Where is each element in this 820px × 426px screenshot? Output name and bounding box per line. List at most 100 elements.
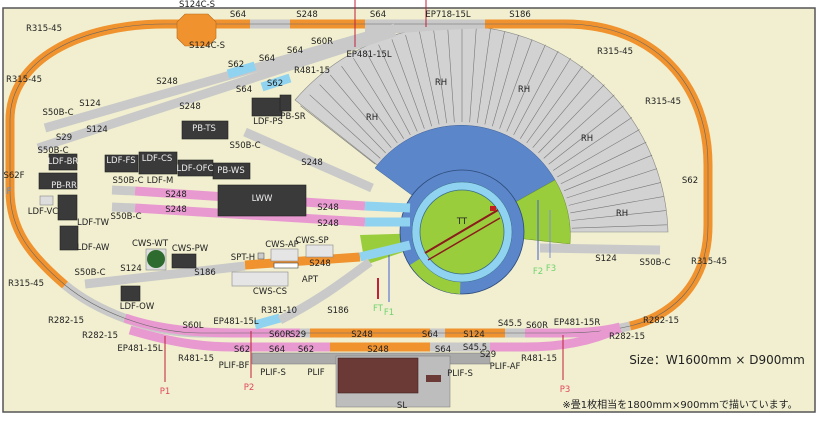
label-ldf-vc: LDF-VC bbox=[28, 207, 59, 217]
track-label: S50B-C bbox=[37, 146, 68, 156]
roundhouse-stall-line bbox=[300, 105, 376, 165]
track-label: S248 bbox=[317, 203, 339, 213]
track-label: S248 bbox=[317, 219, 339, 229]
rh-label: RH bbox=[366, 113, 378, 123]
track-label: R315-45 bbox=[691, 257, 727, 267]
label-spt-h: SPT-H bbox=[231, 253, 255, 263]
label-plif-s: PLIF-S bbox=[260, 368, 286, 378]
roundhouse-stall-line bbox=[319, 84, 386, 154]
label-lww: LWW bbox=[252, 194, 273, 204]
track-label: S29 bbox=[480, 350, 496, 360]
marker-f1: F1 bbox=[384, 308, 394, 318]
roundhouse-stall-line bbox=[513, 50, 559, 136]
track-label: S186 bbox=[194, 268, 216, 278]
track-label: S64 bbox=[370, 10, 386, 20]
track-label: S248 bbox=[165, 190, 187, 200]
track-label: S62 bbox=[682, 176, 698, 186]
label-plif: PLIF bbox=[307, 368, 324, 378]
track-label: S60L bbox=[183, 321, 204, 331]
track-label: S64 bbox=[435, 345, 451, 355]
roundhouse-stall-line bbox=[506, 44, 546, 132]
roundhouse-stall-line bbox=[447, 27, 455, 123]
roundhouse-stall-line bbox=[553, 117, 633, 171]
track-label: R282-15 bbox=[82, 331, 118, 341]
label-ldf-tw: LDF-TW bbox=[77, 218, 110, 228]
marker-p3: P3 bbox=[560, 385, 571, 395]
track-label: S60R bbox=[311, 37, 333, 47]
rh-label: RH bbox=[581, 134, 593, 144]
track-label: S186 bbox=[509, 10, 531, 20]
roundhouse-stall-line bbox=[378, 44, 418, 132]
label-ldf-ow: LDF-OW bbox=[120, 302, 155, 312]
roundhouse-stall-line bbox=[477, 28, 491, 124]
track-label: S124 bbox=[595, 254, 617, 264]
roundhouse-stall-line bbox=[571, 224, 667, 229]
roundhouse-stall-line bbox=[469, 27, 477, 123]
track-label: S60R bbox=[526, 321, 548, 331]
track-label: S62 bbox=[298, 345, 314, 355]
structures bbox=[38, 94, 491, 408]
building-ldf-vc bbox=[39, 195, 54, 206]
marker-p1: P1 bbox=[160, 387, 171, 397]
station-building bbox=[337, 357, 419, 394]
track-label: S60R bbox=[269, 330, 291, 340]
building-lww bbox=[217, 184, 307, 217]
track-label: S50B-C bbox=[110, 212, 141, 222]
track-label: S248 bbox=[179, 102, 201, 112]
track-label: S124 bbox=[86, 125, 108, 135]
track-label: R481-15 bbox=[178, 354, 214, 364]
track-label: S124 bbox=[120, 264, 142, 274]
roundhouse-stall-line bbox=[571, 210, 666, 221]
track-label: S50B-C bbox=[42, 108, 73, 118]
rh-label: RH bbox=[616, 209, 628, 219]
roundhouse-stall-line bbox=[566, 168, 658, 199]
label-cws-sp: CWS-SP bbox=[295, 236, 328, 246]
label-pb-rr: PB-RR bbox=[51, 181, 77, 191]
marker-ft: FT bbox=[373, 304, 384, 314]
track-label: S124C-S bbox=[179, 0, 215, 10]
scale-note: ※畳1枚相当を1800mm×900mmで描いています。 bbox=[562, 398, 797, 411]
track-label: S45.5 bbox=[463, 343, 487, 353]
label-ldf-br: LDF-BR bbox=[48, 157, 79, 167]
label-cws-ap: CWS-AP bbox=[265, 240, 299, 250]
roundhouse-stall-line bbox=[557, 129, 640, 178]
building-cws-pw bbox=[171, 253, 197, 269]
roundhouse-stall-line bbox=[329, 74, 392, 148]
track-label: EP481-15L bbox=[213, 317, 259, 327]
markers: F FT F1 F2 F3 P1 P2 P3 bbox=[7, 0, 571, 397]
label-ldf-fs: LDF-FS bbox=[106, 156, 135, 166]
track-label: S29 bbox=[56, 133, 72, 143]
track-label: S248 bbox=[165, 205, 187, 215]
roundhouse-stall-line bbox=[484, 31, 505, 125]
track-label: R315-45 bbox=[26, 24, 62, 34]
roundhouse-stall-line bbox=[405, 34, 432, 127]
track-label: S50B-C bbox=[229, 141, 260, 151]
roundhouse-stall-line bbox=[532, 74, 595, 148]
building-pb-ws bbox=[212, 162, 251, 180]
building-cws-sp bbox=[305, 244, 334, 258]
building-pb-ts bbox=[181, 120, 229, 140]
label-pb-ts: PB-TS bbox=[192, 124, 216, 134]
building-ldf-aw bbox=[59, 225, 79, 251]
building-ldf-cs bbox=[138, 151, 178, 175]
roundhouse-stall-line bbox=[570, 196, 664, 214]
track-label: S64 bbox=[230, 10, 246, 20]
track-label: S64 bbox=[422, 330, 438, 340]
roundhouse-stall-line bbox=[365, 50, 411, 136]
track-label: EP481-15R bbox=[554, 318, 601, 328]
building-pb-sr bbox=[279, 94, 292, 112]
label-cws-pw: CWS-PW bbox=[172, 244, 209, 254]
size-label: Size：W1600mm × D900mm bbox=[629, 353, 805, 367]
label-sl: SL bbox=[397, 401, 407, 411]
turntable-bridge bbox=[424, 209, 499, 254]
turntable-label: TT bbox=[456, 217, 468, 227]
building-ldf-br bbox=[48, 153, 78, 171]
track-label: R481-15 bbox=[521, 354, 557, 364]
track-label: S124C-S bbox=[189, 41, 225, 51]
track-label: S248 bbox=[301, 158, 323, 168]
track-label: S62 bbox=[228, 60, 244, 70]
track-label: S248 bbox=[367, 345, 389, 355]
track-label: S186 bbox=[327, 306, 349, 316]
roundhouse-stall-line bbox=[492, 34, 519, 127]
